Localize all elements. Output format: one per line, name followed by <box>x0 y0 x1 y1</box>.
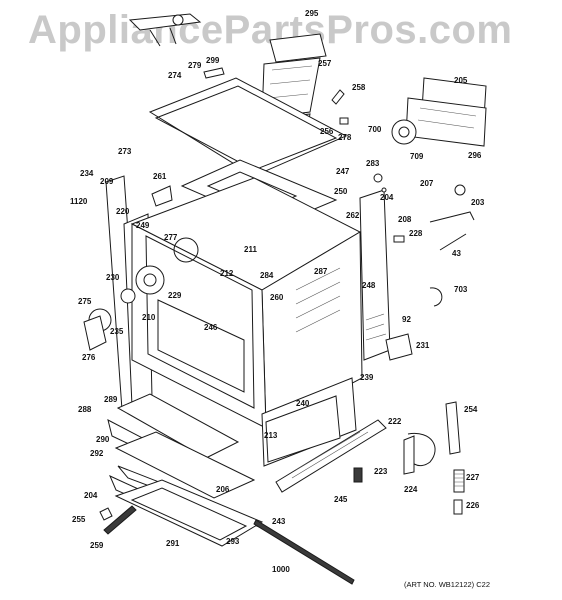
part-label: 254 <box>464 405 478 414</box>
watermark: AppliancePartsPros.com <box>28 8 513 52</box>
screw-part <box>331 89 345 105</box>
part-label: 234 <box>80 169 94 178</box>
hinge-bracket <box>445 401 461 455</box>
part-label: 210 <box>142 313 156 322</box>
part-label: 278 <box>338 133 352 142</box>
part-label: 299 <box>206 56 220 65</box>
part-label: 260 <box>270 293 284 302</box>
screw-part-2 <box>353 467 363 483</box>
part-label: 259 <box>90 541 104 550</box>
part-label: 1000 <box>272 565 290 574</box>
part-label: 230 <box>106 273 120 282</box>
part-label: 276 <box>82 353 96 362</box>
part-label: 700 <box>368 125 382 134</box>
part-label: 212 <box>220 269 234 278</box>
clip-part <box>339 117 349 125</box>
part-label: 250 <box>334 187 348 196</box>
part-label: 208 <box>398 215 412 224</box>
part-label: 246 <box>204 323 218 332</box>
part-label: 204 <box>380 193 394 202</box>
part-label: 257 <box>318 59 332 68</box>
part-label: 295 <box>305 9 319 18</box>
part-label: 289 <box>104 395 118 404</box>
part-label: 209 <box>100 177 114 186</box>
part-label: 296 <box>468 151 482 160</box>
part-label: 256 <box>320 127 334 136</box>
part-label: 1120 <box>70 197 88 206</box>
top-burner-part <box>128 13 202 47</box>
part-label: 43 <box>452 249 461 258</box>
part-label: 287 <box>314 267 328 276</box>
part-label: 226 <box>466 501 480 510</box>
bracket-part <box>151 185 173 207</box>
part-label: 205 <box>454 76 468 85</box>
seal-rod <box>253 519 355 585</box>
part-label: 235 <box>110 327 124 336</box>
part-label: 213 <box>264 431 278 440</box>
part-label: 709 <box>410 152 424 161</box>
part-label: 284 <box>260 271 274 280</box>
rear-bracket <box>391 77 487 147</box>
part-label: 92 <box>402 315 411 324</box>
part-label: 273 <box>118 147 132 156</box>
part-label: 243 <box>272 517 286 526</box>
part-label: 245 <box>334 495 348 504</box>
part-label: 207 <box>420 179 434 188</box>
part-label: 223 <box>374 467 388 476</box>
part-label: 277 <box>164 233 178 242</box>
part-label: 239 <box>360 373 374 382</box>
part-label: 222 <box>388 417 402 426</box>
part-label: 283 <box>366 159 380 168</box>
part-label: 274 <box>168 71 182 80</box>
part-label: 703 <box>454 285 468 294</box>
hinge-parts <box>403 432 436 475</box>
clip-part-2 <box>429 287 443 307</box>
part-label: 275 <box>78 297 92 306</box>
side-bracket <box>385 333 413 361</box>
part-label: 229 <box>168 291 182 300</box>
part-label: 293 <box>226 537 240 546</box>
part-label: 261 <box>153 172 167 181</box>
part-label: 291 <box>166 539 180 548</box>
part-label: 224 <box>404 485 418 494</box>
part-label: 262 <box>346 211 360 220</box>
part-label: 290 <box>96 435 110 444</box>
bolt-part <box>203 67 225 79</box>
part-label: 292 <box>90 449 104 458</box>
part-label: 204 <box>84 491 98 500</box>
part-label: 206 <box>216 485 230 494</box>
art-number-note: (ART NO. WB12122) C22 <box>404 580 491 589</box>
part-label: 227 <box>466 473 480 482</box>
drawer-rail <box>261 377 387 493</box>
part-label: 203 <box>471 198 485 207</box>
base-frame <box>114 479 264 547</box>
part-label: 258 <box>352 83 366 92</box>
small-fasteners <box>373 173 405 243</box>
burner-knob-parts <box>83 288 136 351</box>
part-label: 211 <box>244 245 257 254</box>
oven-cavity <box>130 177 363 429</box>
part-label: 248 <box>362 281 376 290</box>
part-label: 288 <box>78 405 92 414</box>
part-label: 220 <box>116 207 130 216</box>
part-label: 247 <box>336 167 350 176</box>
part-label: 249 <box>136 221 150 230</box>
part-label: 228 <box>409 229 423 238</box>
part-label: 240 <box>296 399 310 408</box>
leveling-leg <box>99 505 137 535</box>
part-label: 255 <box>72 515 86 524</box>
part-label: 231 <box>416 341 430 350</box>
part-label: 279 <box>188 61 202 70</box>
right-side-panel <box>359 189 391 361</box>
wiring-parts <box>429 184 475 251</box>
spring-parts <box>453 469 465 515</box>
